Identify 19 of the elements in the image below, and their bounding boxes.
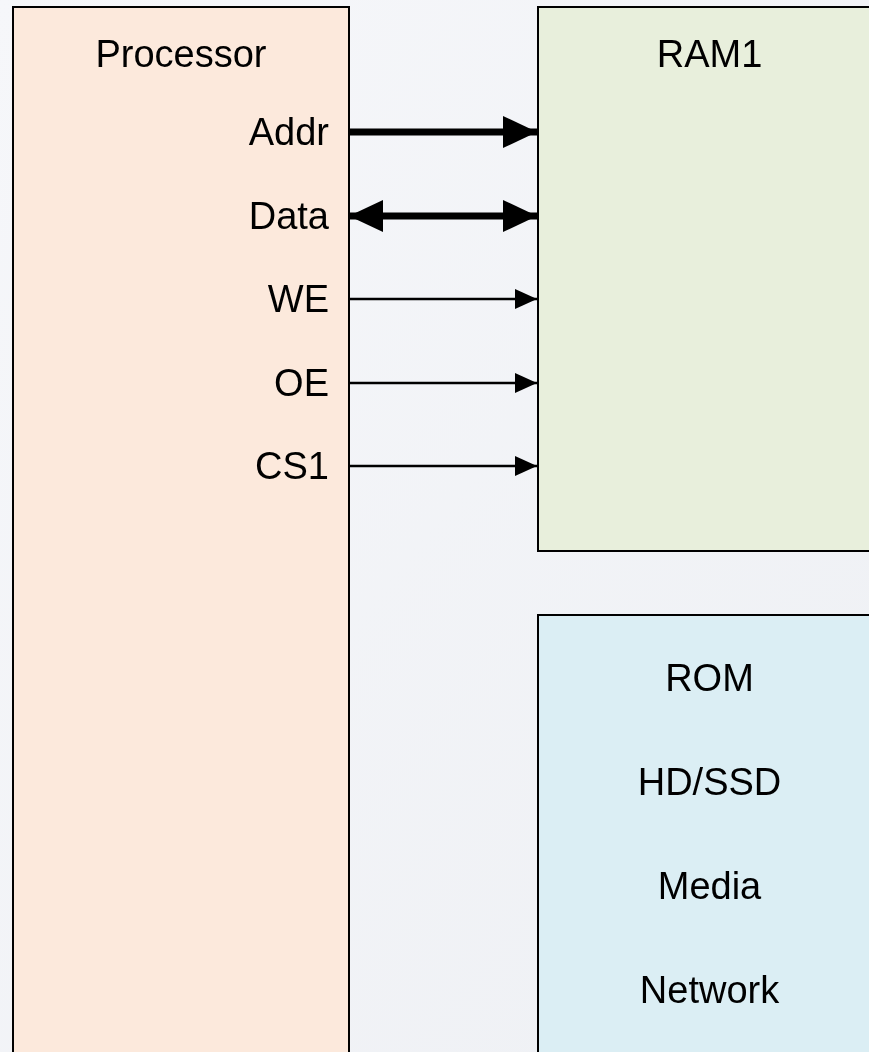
box-text: ROM [665, 656, 754, 701]
arrow [349, 373, 537, 393]
signal-label: WE [150, 274, 349, 324]
processor-box [12, 6, 350, 1052]
box-title: Processor [95, 32, 267, 77]
arrow [349, 200, 537, 232]
arrow [349, 289, 537, 309]
box-text: HD/SSD [637, 760, 782, 805]
signal-label: Addr [150, 107, 349, 157]
storage-box [537, 614, 869, 1052]
arrow [349, 116, 537, 148]
signal-label: OE [150, 358, 349, 408]
box-title: RAM1 [656, 32, 763, 77]
arrow [349, 456, 537, 476]
memory-box [537, 6, 869, 552]
box-text: Media [657, 864, 762, 909]
signal-label: Data [150, 191, 349, 241]
signal-label: CS1 [150, 441, 349, 491]
box-text: Network [639, 968, 780, 1013]
